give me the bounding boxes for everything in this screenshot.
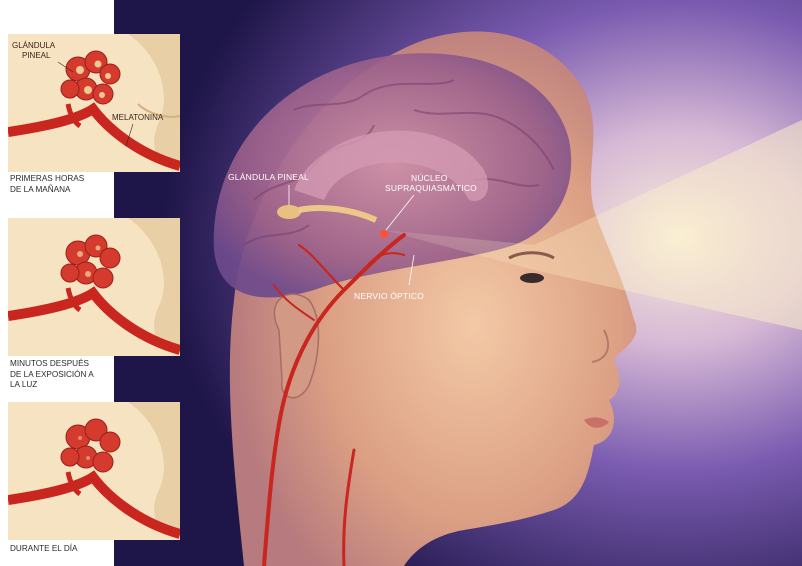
melatonin-label: MELATONINA	[112, 113, 164, 122]
inset-daytime-illustration	[8, 402, 180, 540]
eye	[520, 273, 544, 283]
inset-after-light	[8, 218, 180, 356]
caption-line: DURANTE EL DÍA	[10, 544, 114, 555]
caption-morning: PRIMERAS HORAS DE LA MAÑANA	[10, 174, 114, 195]
head-brain-illustration: GLÁNDULA PINEAL NÚCLEO SUPRAQUIASMÁTICO …	[114, 0, 802, 566]
nucleus-label-line2: SUPRAQUIASMÁTICO	[385, 183, 477, 193]
inset-daytime	[8, 402, 180, 540]
caption-line: DE LA EXPOSICIÓN A	[10, 370, 114, 381]
caption-line: DE LA MAÑANA	[10, 185, 114, 196]
caption-line: MINUTOS DESPUÉS	[10, 359, 114, 370]
nucleus-label-line1: NÚCLEO	[411, 173, 448, 183]
inset-morning: GLÁNDULA PINEAL MELATONINA	[8, 34, 180, 172]
main-illustration: GLÁNDULA PINEAL NÚCLEO SUPRAQUIASMÁTICO …	[114, 0, 802, 566]
optic-nerve-label: NERVIO ÓPTICO	[354, 291, 424, 301]
suprachiasmatic-nucleus	[380, 230, 388, 238]
pineal-gland-inset-label-line1: GLÁNDULA	[12, 41, 56, 50]
caption-line: LA LUZ	[10, 380, 114, 391]
caption-after-light: MINUTOS DESPUÉS DE LA EXPOSICIÓN A LA LU…	[10, 359, 114, 391]
pineal-gland-label: GLÁNDULA PINEAL	[228, 172, 309, 182]
pineal-gland-inset-label-line2: PINEAL	[22, 51, 51, 60]
inset-morning-illustration: GLÁNDULA PINEAL MELATONINA	[8, 34, 180, 172]
caption-daytime: DURANTE EL DÍA	[10, 544, 114, 555]
inset-after-light-illustration	[8, 218, 180, 356]
caption-line: PRIMERAS HORAS	[10, 174, 114, 185]
